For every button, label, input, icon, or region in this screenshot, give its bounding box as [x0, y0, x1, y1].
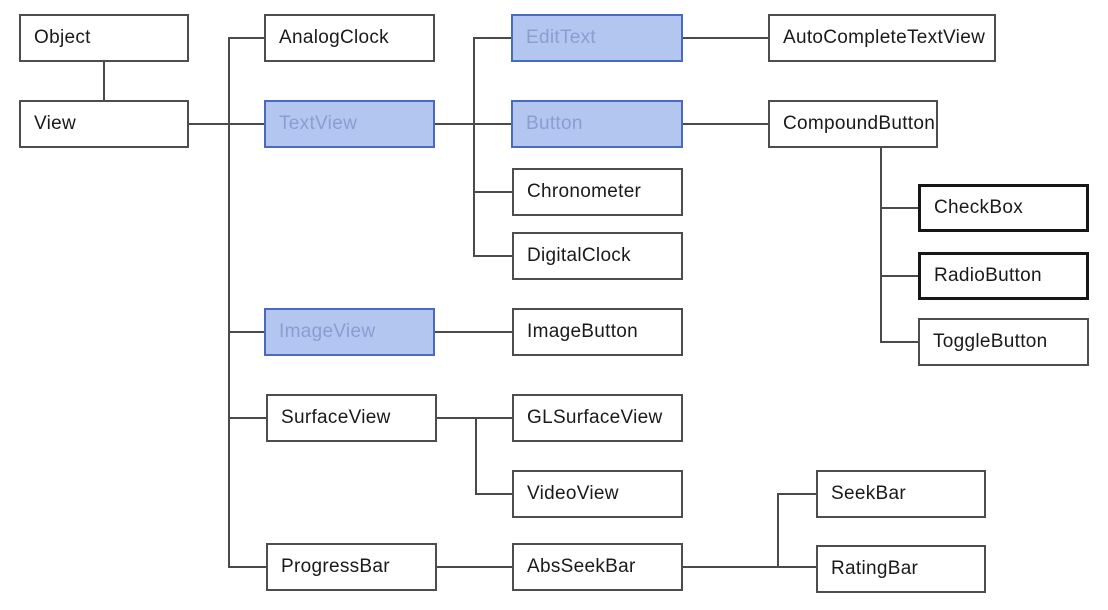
connector-line [475, 417, 477, 495]
connector-line [229, 331, 264, 333]
node-analogclock: AnalogClock [264, 14, 435, 62]
node-compoundbutton: CompoundButton [768, 100, 938, 148]
connector-line [476, 493, 512, 495]
node-button: Button [511, 100, 683, 148]
connector-line [473, 37, 475, 257]
connector-line [229, 37, 264, 39]
node-digitalclock: DigitalClock [512, 232, 683, 280]
node-ratingbar: RatingBar [816, 545, 986, 593]
connector-line [437, 566, 512, 568]
node-imagebutton: ImageButton [512, 308, 683, 356]
node-surfaceview: SurfaceView [266, 394, 437, 442]
connector-line [880, 148, 882, 343]
connector-line [683, 37, 768, 39]
node-checkbox: CheckBox [918, 184, 1089, 232]
connector-line [778, 493, 816, 495]
node-seekbar: SeekBar [816, 470, 986, 518]
connector-line [437, 417, 512, 419]
node-togglebutton: ToggleButton [918, 318, 1089, 366]
connector-line [683, 566, 816, 568]
connector-line [474, 37, 511, 39]
node-chronometer: Chronometer [512, 168, 683, 216]
connector-line [881, 341, 918, 343]
node-autocompletetextview: AutoCompleteTextView [768, 14, 996, 62]
connector-line [229, 566, 266, 568]
node-edittext: EditText [511, 14, 683, 62]
node-textview: TextView [264, 100, 435, 148]
node-glsurfaceview: GLSurfaceView [512, 394, 683, 442]
connector-line [229, 417, 266, 419]
connector-line [228, 37, 230, 568]
connector-line [881, 207, 918, 209]
node-imageview: ImageView [264, 308, 435, 356]
connector-line [189, 123, 264, 125]
connector-line [103, 62, 105, 100]
node-object: Object [19, 14, 189, 62]
connector-line [474, 255, 512, 257]
node-view: View [19, 100, 189, 148]
connector-line [435, 331, 512, 333]
connector-line [474, 191, 512, 193]
node-radiobutton: RadioButton [918, 252, 1089, 300]
connector-line [777, 493, 779, 568]
connector-line [683, 123, 768, 125]
node-progressbar: ProgressBar [266, 543, 437, 591]
node-videoview: VideoView [512, 470, 683, 518]
node-absseekbar: AbsSeekBar [512, 543, 683, 591]
connector-line [881, 275, 918, 277]
